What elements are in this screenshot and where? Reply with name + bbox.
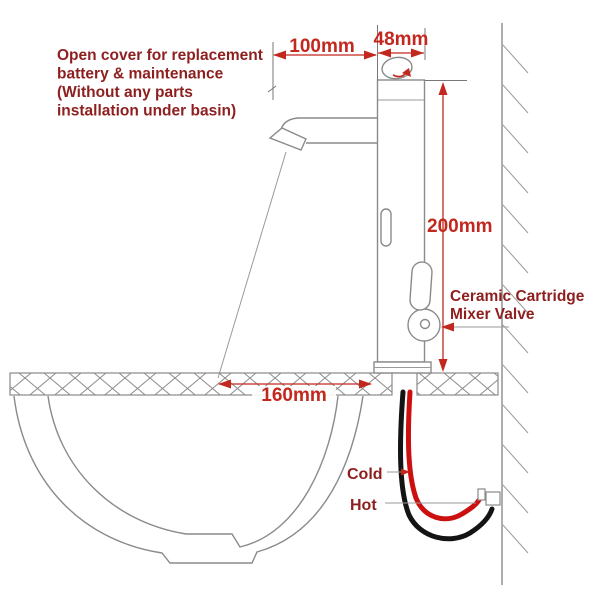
mixer-valve-screw	[419, 318, 431, 330]
dimension-48mm: 48mm	[374, 25, 429, 80]
dimension-200mm: 200mm	[425, 80, 493, 372]
wall	[501, 23, 529, 585]
dimension-200mm-label: 200mm	[427, 216, 493, 237]
basin-inner-wall	[47, 395, 339, 548]
cold-leader-arrow	[401, 468, 410, 476]
spout-nozzle	[268, 127, 307, 151]
sensor-window	[380, 208, 392, 247]
basin-bowl	[13, 395, 364, 564]
annotation-mixer-valve: Ceramic Cartridge Mixer Valve	[441, 288, 585, 332]
open-cover-line-2: battery & maintenance	[57, 66, 224, 83]
faucet	[268, 56, 441, 374]
mixer-valve-line-1: Ceramic Cartridge	[450, 288, 585, 305]
cold-label: Cold	[347, 466, 383, 483]
dimension-48mm-label: 48mm	[374, 29, 429, 50]
dimension-160mm-label: 160mm	[261, 385, 327, 406]
mixer-valve-leader-arrow	[441, 322, 454, 332]
extension-tick	[267, 85, 277, 93]
wall-hatching	[502, 44, 529, 554]
open-cover-line-1: Open cover for replacement	[57, 47, 263, 64]
dimension-100mm: 100mm	[267, 36, 377, 100]
mixer-valve-line-2: Mixer Valve	[450, 306, 535, 323]
wall-fitting	[485, 491, 501, 506]
annotation-open-cover: Open cover for replacement battery & mai…	[57, 47, 263, 120]
cover-open-arrow	[392, 68, 411, 78]
basin-outer-wall	[13, 395, 364, 564]
spout-top-edge	[279, 117, 377, 132]
hot-label: Hot	[350, 497, 377, 514]
dimension-160mm: 160mm	[218, 379, 372, 406]
mixer-valve-lever	[409, 261, 433, 311]
dimension-100mm-label: 100mm	[289, 36, 355, 57]
cold-hose-black	[398, 389, 495, 542]
annotation-cold: Cold	[347, 466, 410, 483]
open-cover-line-3: (Without any parts	[57, 84, 193, 101]
hot-hose-red	[405, 389, 482, 522]
hoses	[398, 389, 501, 542]
annotation-hot: Hot	[350, 497, 476, 514]
countertop-right	[416, 372, 499, 396]
wall-fitting-nut	[477, 488, 486, 501]
water-stream-line	[217, 151, 287, 379]
label-backing	[252, 386, 336, 403]
open-cover-line-4: installation under basin)	[57, 103, 236, 120]
